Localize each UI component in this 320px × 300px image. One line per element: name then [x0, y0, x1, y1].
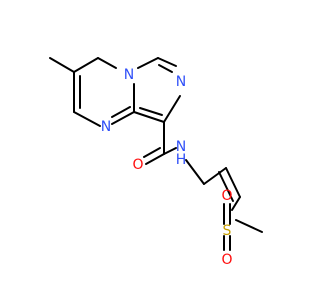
bond-n1-c9-inner	[111, 106, 131, 118]
bond-ch-s	[231, 196, 241, 211]
bond-ch-ch-2	[218, 171, 234, 202]
bond-n1-c9	[111, 111, 135, 125]
atom-sulfonyl-o-top: O	[221, 188, 232, 204]
bond-s-methyl	[235, 219, 263, 233]
bond-camide-o-2	[143, 147, 161, 158]
atom-amide-n: N	[176, 139, 186, 155]
bond-n-ch2	[185, 159, 205, 185]
atom-n-imidazole: N	[176, 74, 186, 90]
bond-c8-n1	[73, 111, 101, 127]
atom-n-bridge: N	[124, 67, 134, 83]
structure-diagram: N N N N H O S O O	[49, 57, 263, 268]
atom-amide-o: O	[132, 157, 143, 173]
bond-n5-c3	[137, 57, 159, 69]
bond-c3-n2-inner	[158, 64, 173, 73]
atom-amide-h: H	[176, 152, 187, 168]
bond-c1-c9-inner	[139, 107, 163, 116]
molecule-canvas: N N N N H O S O O	[49, 57, 263, 268]
bond-ch2-ch	[203, 167, 227, 185]
bond-camide-o-1	[145, 153, 165, 165]
bond-methyl	[49, 57, 75, 73]
bond-c7-c6	[73, 57, 99, 73]
bond-camide-n	[163, 147, 177, 155]
bond-ch-ch-1	[225, 167, 241, 198]
bond-c6-n5	[97, 57, 117, 69]
bond-c1-c9	[133, 111, 165, 123]
bond-c3-n2	[157, 57, 177, 67]
bond-n2-c1	[163, 95, 181, 123]
atom-sulfur: S	[223, 223, 232, 239]
atom-sulfonyl-o-bottom: O	[221, 252, 232, 268]
atom-n-pyrimidine: N	[101, 119, 111, 135]
